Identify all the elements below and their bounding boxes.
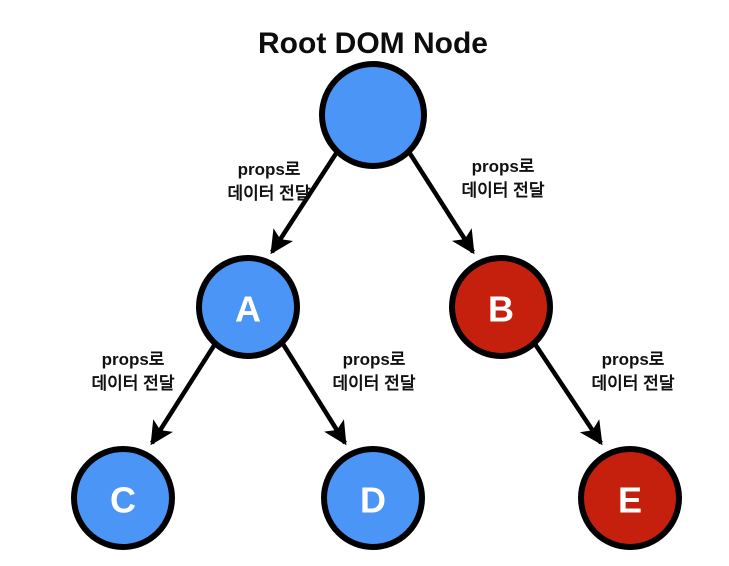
edge-label-line2: 데이터 전달 <box>92 373 175 393</box>
node-b[interactable]: B <box>449 255 553 359</box>
node-e[interactable]: E <box>578 446 682 550</box>
node-b-label: B <box>488 289 514 330</box>
edge-label-line2: 데이터 전달 <box>228 183 311 203</box>
edge-line <box>281 342 347 446</box>
node-a-circle[interactable] <box>196 255 300 359</box>
node-c[interactable]: C <box>71 446 175 550</box>
edge-root-a: props로 데이터 전달 <box>228 150 339 255</box>
edge-label-line1: props로 <box>472 157 535 176</box>
edge-label-line2: 데이터 전달 <box>333 373 416 393</box>
node-root-circle[interactable] <box>319 61 427 169</box>
node-e-circle[interactable] <box>578 446 682 550</box>
page-title: Root DOM Node <box>258 27 488 60</box>
edge-line <box>270 150 339 255</box>
edge-a-d: props로 데이터 전달 <box>281 342 416 446</box>
edge-line <box>150 342 217 446</box>
edge-label-line1: props로 <box>102 350 165 369</box>
node-d-circle[interactable] <box>321 446 425 550</box>
edge-a-c: props로 데이터 전달 <box>92 342 217 446</box>
node-root[interactable] <box>319 61 427 169</box>
edge-label-line1: props로 <box>343 350 406 369</box>
edge-line <box>407 150 475 255</box>
edge-b-e: props로 데이터 전달 <box>533 342 675 446</box>
edge-label-line2: 데이터 전달 <box>592 373 675 393</box>
edge-label-line1: props로 <box>238 160 301 179</box>
node-d-label: D <box>360 480 386 521</box>
node-d[interactable]: D <box>321 446 425 550</box>
edge-label-line1: props로 <box>602 350 665 369</box>
edge-root-b: props로 데이터 전달 <box>407 150 545 255</box>
node-c-circle[interactable] <box>71 446 175 550</box>
edge-label-line2: 데이터 전달 <box>462 180 545 200</box>
node-c-label: C <box>110 480 136 521</box>
node-a[interactable]: A <box>196 255 300 359</box>
node-b-circle[interactable] <box>449 255 553 359</box>
node-e-label: E <box>618 480 642 521</box>
node-a-label: A <box>235 289 261 330</box>
edge-line <box>533 342 603 446</box>
